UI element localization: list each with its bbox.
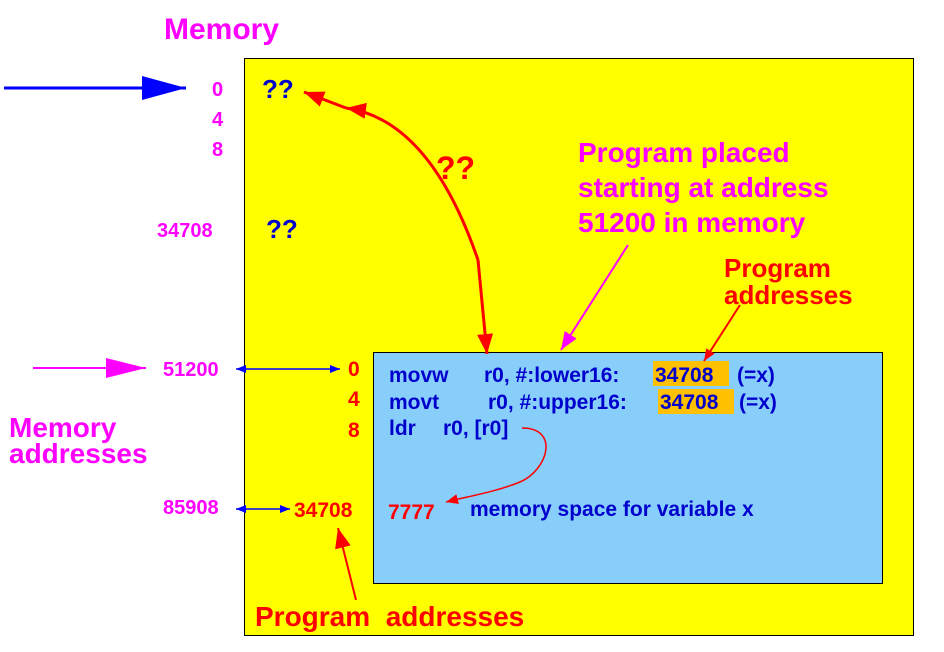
- program-offset-4: 4: [348, 388, 360, 411]
- unknown-arc-label: ??: [436, 150, 476, 186]
- program-addresses-bottom: Program addresses: [255, 601, 525, 632]
- program-placed-line1: Program placed: [578, 137, 790, 168]
- memory-addresses-label-line1: Memory: [9, 412, 117, 443]
- code-line3-args: r0, [r0]: [443, 417, 509, 440]
- memory-address-34708: 34708: [157, 220, 213, 242]
- unknown-value-top: ??: [262, 74, 294, 104]
- code-line2-comment: (=x): [739, 391, 777, 414]
- code-line1-args: r0, #:lower16:: [484, 364, 620, 387]
- program-region: [373, 352, 883, 584]
- memory-addresses-label-line2: addresses: [9, 438, 148, 469]
- program-offset-0: 0: [348, 358, 360, 381]
- code-line1-comment: (=x): [737, 364, 775, 387]
- program-placed-line3: 51200 in memory: [578, 207, 806, 238]
- memory-address-4: 4: [212, 109, 224, 131]
- program-addresses-top-line1: Program: [724, 253, 831, 283]
- memory-address-0: 0: [212, 79, 224, 101]
- program-placed-line2: starting at address: [578, 172, 829, 203]
- code-line2-num: 34708: [660, 391, 719, 414]
- program-addresses-top-line2: addresses: [724, 280, 853, 310]
- code-line1-op: movw: [389, 364, 449, 387]
- code-line2-args: r0, #:upper16:: [488, 391, 627, 414]
- memory-address-51200: 51200: [163, 359, 219, 381]
- lower16-highlight: [653, 361, 729, 386]
- variable-value: 7777: [388, 501, 435, 524]
- memory-address-85908: 85908: [163, 497, 219, 519]
- program-offset-34708: 34708: [294, 499, 353, 522]
- variable-description: memory space for variable x: [470, 498, 754, 521]
- memory-address-8: 8: [212, 139, 224, 161]
- program-offset-8: 8: [348, 419, 360, 442]
- memory-title: Memory: [164, 13, 280, 46]
- upper16-highlight: [658, 389, 734, 414]
- code-line3-op: ldr: [389, 417, 416, 440]
- code-line2-op: movt: [389, 391, 440, 414]
- code-line1-num: 34708: [655, 364, 714, 387]
- unknown-value-mid: ??: [266, 214, 298, 244]
